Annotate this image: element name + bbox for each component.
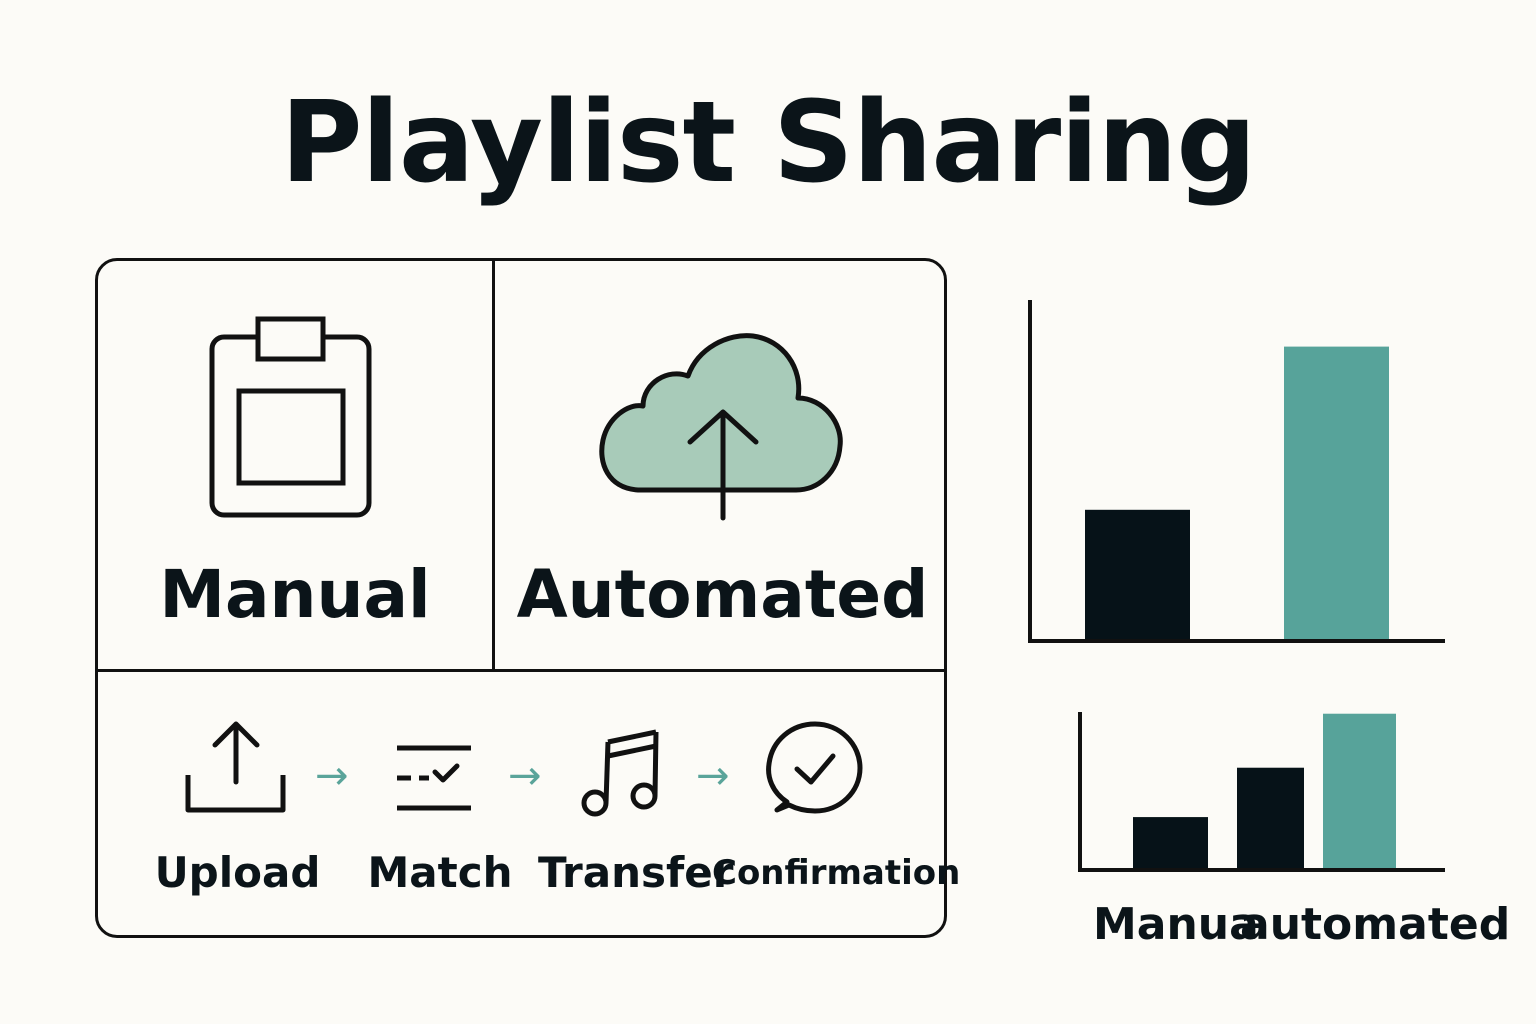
panel-divider-vertical (492, 260, 495, 672)
music-note-icon (581, 729, 659, 817)
step-label-upload: Upload (154, 848, 321, 897)
x-label-automated: automated (1240, 899, 1511, 950)
step-label-transfer: Transfer (538, 848, 734, 897)
automated-label: Automated (516, 556, 929, 633)
clipboard-icon (209, 316, 372, 518)
chart-bar (1323, 713, 1396, 868)
step-label-match: Match (367, 848, 513, 897)
checklist-icon (397, 745, 471, 811)
cloud-upload-icon (599, 333, 843, 521)
comparison-panel (95, 258, 947, 938)
manual-label: Manual (159, 556, 431, 633)
step-label-confirmation: Confirmation (712, 853, 961, 893)
panel-divider-horizontal (97, 669, 946, 672)
check-bubble-icon (766, 721, 863, 814)
step-arrow: → (696, 753, 730, 799)
x-label-manual: Manua (1093, 899, 1259, 950)
chart-bar (1133, 817, 1208, 868)
step-arrow: → (315, 753, 349, 799)
chart-bar (1284, 346, 1389, 639)
comparison-chart-top (1028, 300, 1445, 643)
upload-icon (185, 721, 286, 813)
step-arrow: → (508, 753, 542, 799)
chart-bar (1237, 767, 1304, 868)
page-title: Playlist Sharing (280, 78, 1256, 208)
chart-bar (1085, 509, 1190, 639)
comparison-chart-bottom (1078, 712, 1445, 872)
